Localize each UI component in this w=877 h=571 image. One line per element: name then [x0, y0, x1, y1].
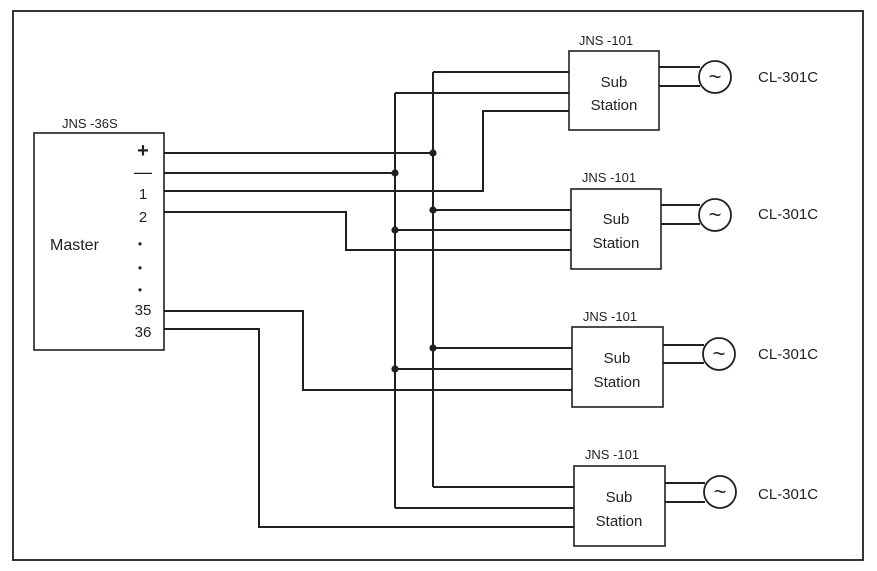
terminal-ellipsis-dot-2: • [138, 261, 142, 275]
junction-dot [391, 169, 399, 177]
speaker-icon [698, 198, 732, 232]
speaker-model-label: CL-301C [758, 346, 818, 363]
terminal-35-wire [164, 310, 572, 391]
terminal-36-wire [164, 328, 574, 528]
substation-label-line1: Sub [601, 74, 628, 91]
speaker-icon [698, 60, 732, 94]
speaker-model-label: CL-301C [758, 206, 818, 223]
substation-label-line2: Station [594, 374, 641, 391]
terminal-2: 2 [139, 209, 147, 226]
terminal-35: 35 [135, 302, 152, 319]
terminal-1: 1 [139, 186, 147, 203]
master-label: Master [50, 237, 100, 254]
substation-label-line2: Station [593, 235, 640, 252]
junction-dot [429, 206, 437, 214]
substation-label-line2: Station [596, 513, 643, 530]
junction-dot [391, 226, 399, 234]
master-model-label: JNS -36S [62, 116, 118, 131]
substation-label-line1: Sub [604, 350, 631, 367]
speaker-tilde-symbol: ~ [713, 341, 726, 366]
terminal-2-wire [164, 211, 571, 251]
substation-model-label: JNS -101 [582, 170, 636, 185]
substation-label-line1: Sub [603, 211, 630, 228]
wiring [164, 71, 574, 528]
terminal-ellipsis-dot-3: • [138, 283, 142, 297]
substation-4: JNS -101 Sub Station ~ CL-301C [573, 447, 818, 547]
junction-dot [391, 365, 399, 373]
substation-box [570, 188, 662, 270]
terminal-36: 36 [135, 324, 152, 341]
speaker-tilde-symbol: ~ [709, 64, 722, 89]
substation-box [573, 465, 666, 547]
speaker-icon [702, 337, 736, 371]
substation-3: JNS -101 Sub Station ~ CL-301C [571, 309, 818, 408]
substation-model-label: JNS -101 [585, 447, 639, 462]
speaker-tilde-symbol: ~ [709, 202, 722, 227]
master-unit: JNS -36S Master + — 1 2 • • • 35 36 [33, 116, 165, 351]
substation-label-line1: Sub [606, 489, 633, 506]
speaker-wire-pair [659, 66, 700, 87]
substation-2: JNS -101 Sub Station ~ CL-301C [570, 170, 818, 270]
speaker-wire-pair [661, 204, 700, 225]
substation-box [571, 326, 664, 408]
speaker-tilde-symbol: ~ [714, 479, 727, 504]
speaker-wire-pair [663, 344, 704, 364]
terminal-minus: — [134, 162, 152, 182]
substation-1: JNS -101 Sub Station ~ CL-301C [568, 33, 818, 131]
speaker-icon [703, 475, 737, 509]
speaker-model-label: CL-301C [758, 486, 818, 503]
substation-label-line2: Station [591, 97, 638, 114]
junction-dot [429, 344, 437, 352]
speaker-model-label: CL-301C [758, 69, 818, 86]
terminal-plus: + [137, 140, 149, 162]
terminal-ellipsis-dot-1: • [138, 237, 142, 251]
terminal-1-wire [164, 110, 569, 192]
master-box [33, 132, 165, 351]
substation-model-label: JNS -101 [583, 309, 637, 324]
substation-box [568, 50, 660, 131]
speaker-wire-pair [665, 482, 705, 503]
diagram-frame [12, 10, 864, 561]
junction-dot [429, 149, 437, 157]
substation-model-label: JNS -101 [579, 33, 633, 48]
